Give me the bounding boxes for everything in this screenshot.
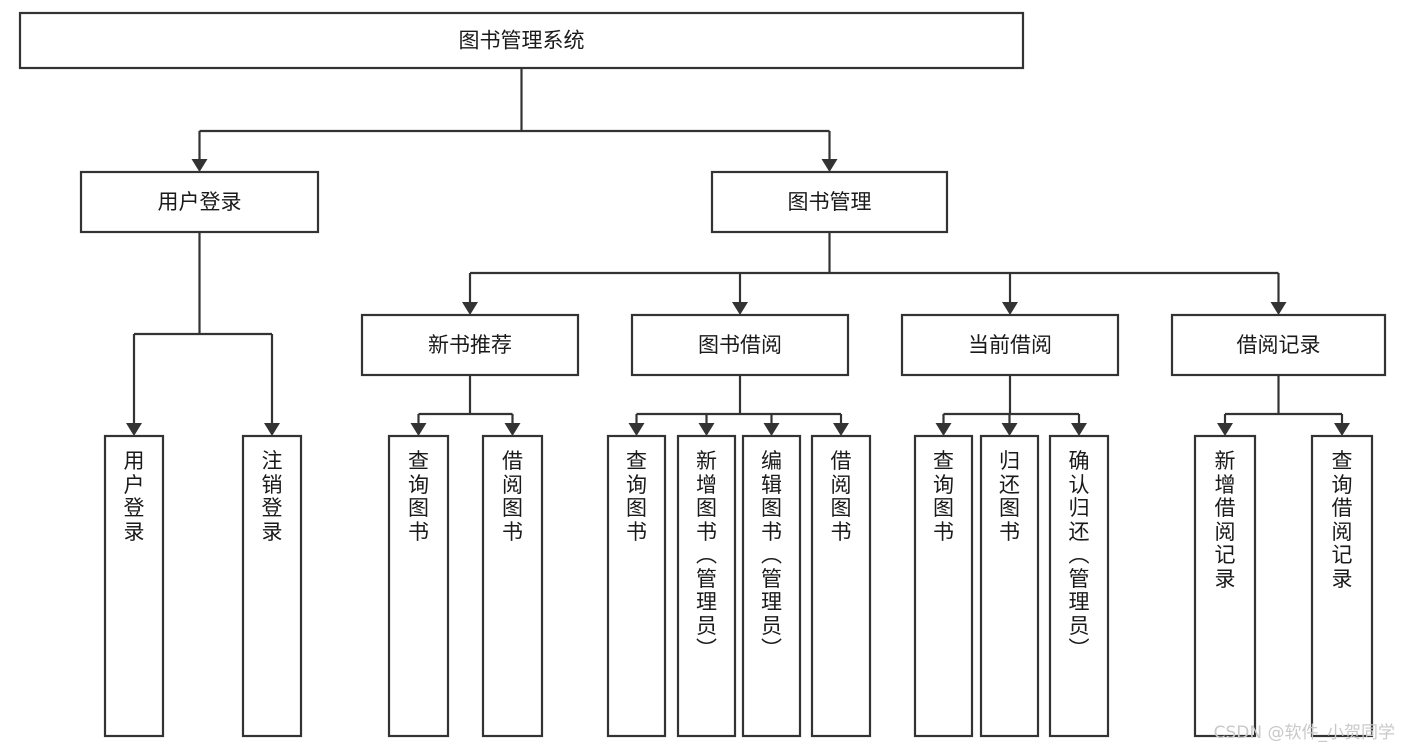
node-level1-0[interactable] (79, 170, 320, 234)
conn-books-to-level2-0-head (462, 302, 478, 315)
node-leaf-4-label: 查询图书 (626, 449, 647, 544)
conn-level2-1-to-leaf-1-head (698, 423, 715, 436)
conn-level2-2-to-leaf-2-head (1071, 423, 1087, 436)
node-leaf-7[interactable] (810, 434, 872, 738)
conn-level2-1-to-leaf-0-head (628, 423, 645, 436)
node-level2-3-label: 借阅记录 (1237, 333, 1321, 357)
conn-level2-3-to-leaf-1-head (1334, 423, 1350, 436)
node-leaf-2[interactable] (387, 434, 450, 738)
node-leaf-10[interactable] (1048, 434, 1110, 738)
node-level1-0-label: 用户登录 (158, 190, 242, 214)
node-leaf-11[interactable] (1193, 434, 1257, 738)
node-level2-1-label: 图书借阅 (698, 333, 782, 357)
node-leaf-6-label: 编辑图书︵管理员︶ (761, 449, 782, 662)
node-level1-1-label: 图书管理 (788, 190, 872, 214)
node-leaf-4[interactable] (606, 434, 667, 738)
node-leaf-3-label: 借阅图书 (502, 449, 523, 544)
conn-login-to-leaf-0-head (126, 423, 142, 436)
node-level2-0-label: 新书推荐 (428, 333, 512, 357)
node-leaf-6[interactable] (741, 434, 802, 738)
node-leaf-8-label: 查询图书 (933, 449, 954, 544)
node-leaf-5-label: 新增图书︵管理员︶ (696, 449, 717, 662)
node-leaf-2-label: 查询图书 (408, 449, 429, 544)
node-root-label: 图书管理系统 (459, 29, 585, 53)
node-level2-3[interactable] (1170, 313, 1387, 377)
conn-level2-0-to-leaf-1-head (504, 423, 521, 436)
node-leaf-9[interactable] (979, 434, 1040, 738)
node-leaf-1-label: 注销登录 (261, 449, 283, 544)
conn-root-to-level1-0-head (191, 159, 208, 172)
node-leaf-1[interactable] (241, 434, 303, 738)
conn-level2-2-to-leaf-1-head (1001, 423, 1018, 436)
node-leaf-11-label: 新增借阅记录 (1214, 449, 1236, 591)
node-leaf-7-label: 借阅图书 (830, 449, 852, 544)
node-root[interactable] (18, 11, 1025, 70)
node-leaf-9-label: 归还图书 (999, 449, 1020, 544)
node-leaf-3[interactable] (481, 434, 544, 738)
node-leaf-10-label: 确认归还︵管理员︶ (1068, 449, 1090, 662)
conn-level2-0-to-leaf-0-head (410, 423, 427, 436)
conn-books-to-level2-1-head (732, 302, 748, 315)
node-level2-1[interactable] (630, 313, 850, 377)
node-level2-2-label: 当前借阅 (968, 333, 1052, 357)
node-leaf-5[interactable] (676, 434, 737, 738)
conn-books-to-level2-3-head (1270, 302, 1287, 315)
conn-root-to-level1-1-head (821, 159, 838, 172)
conn-level2-1-to-leaf-2-head (763, 423, 780, 436)
node-leaf-12-label: 查询借阅记录 (1331, 449, 1353, 591)
node-box-layer (18, 11, 1387, 738)
node-leaf-12[interactable] (1310, 434, 1374, 738)
conn-books-to-level2-2-head (1002, 302, 1018, 315)
node-level1-1[interactable] (710, 170, 949, 234)
node-leaf-0-label: 用户登录 (123, 449, 145, 544)
node-leaf-8[interactable] (913, 434, 974, 738)
conn-login-to-leaf-1-head (264, 423, 280, 436)
conn-level2-3-to-leaf-0-head (1217, 423, 1233, 436)
node-level2-2[interactable] (900, 313, 1120, 377)
node-level2-0[interactable] (360, 313, 580, 377)
conn-level2-2-to-leaf-0-head (935, 423, 952, 436)
conn-level2-1-to-leaf-3-head (833, 423, 849, 436)
connector-layer (126, 68, 1350, 436)
node-leaf-0[interactable] (103, 434, 165, 738)
